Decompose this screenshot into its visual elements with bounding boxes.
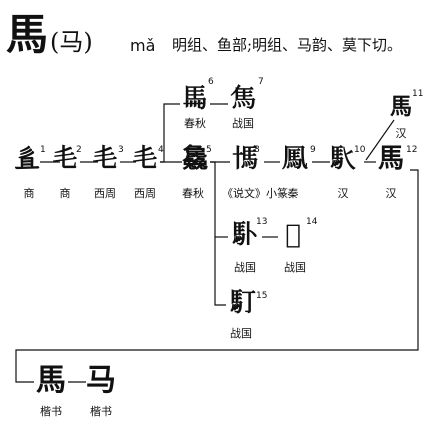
- glyph-node-11: 馬: [389, 94, 412, 120]
- glyph-node-6: 𩡧: [181, 84, 208, 114]
- node-number-12: 12: [406, 145, 418, 155]
- glyph-node-13: 𩡭: [231, 220, 258, 250]
- node-number-6: 6: [208, 77, 214, 87]
- node-number-9: 9: [310, 145, 316, 155]
- glyph-node-15: 𩡯: [229, 288, 256, 318]
- node-number-5: 5: [206, 145, 212, 155]
- header-phonology: 明组、鱼部;明组、马韵、莫下切。: [172, 36, 403, 54]
- glyph-node-14: 𩡮: [285, 220, 301, 250]
- glyph-kaishu-simplified: 马: [86, 363, 116, 398]
- glyph-node-5: 𣬚: [181, 144, 208, 174]
- node-number-15: 15: [256, 291, 268, 301]
- header-pinyin: mǎ: [130, 36, 156, 55]
- node-number-2: 2: [76, 145, 82, 155]
- node-number-11: 11: [412, 89, 424, 99]
- label-kaishu-1: 楷书: [40, 405, 62, 418]
- glyph-node-9: 𩡫: [281, 144, 308, 174]
- label-kaishu-2: 楷书: [90, 405, 112, 418]
- node-number-13: 13: [256, 217, 268, 227]
- node-number-8: 8: [254, 145, 260, 155]
- period-node-12: 汉: [385, 187, 397, 200]
- period-node-15: 战国: [230, 327, 252, 340]
- period-node-8: 《说文》小篆: [222, 187, 288, 200]
- connector-5-15: [210, 161, 226, 306]
- glyph-node-7: 𩡨: [229, 84, 256, 114]
- connector-12-kaishu: [15, 169, 419, 383]
- period-node-10: 汉: [337, 187, 349, 200]
- glyph-node-12: 馬: [377, 144, 404, 174]
- period-node-6: 春秋: [184, 117, 206, 130]
- glyph-node-10: 𩡬: [329, 144, 356, 174]
- glyph-kaishu-traditional: 馬: [36, 363, 66, 398]
- period-node-2: 商: [59, 187, 71, 200]
- period-node-1: 商: [23, 187, 35, 200]
- header-character: 馬: [6, 10, 49, 59]
- period-node-13: 战国: [234, 261, 256, 274]
- node-number-3: 3: [118, 145, 124, 155]
- period-node-14: 战国: [284, 261, 306, 274]
- node-number-4: 4: [158, 145, 164, 155]
- node-number-7: 7: [258, 77, 264, 87]
- period-node-3: 西周: [94, 187, 116, 200]
- glyph-node-3: 𣬛: [91, 144, 118, 174]
- glyph-node-1: 𢒉: [13, 144, 40, 174]
- period-node-4: 西周: [134, 187, 156, 200]
- node-number-14: 14: [306, 217, 318, 227]
- connector-10-11: [365, 119, 395, 161]
- node-number-10: 10: [354, 145, 366, 155]
- period-node-9: 秦: [287, 187, 299, 200]
- period-node-7: 战国: [232, 117, 254, 130]
- connector-4-6: [160, 103, 180, 163]
- glyph-node-8: 𩡪: [231, 144, 258, 174]
- period-node-11: 汉: [395, 127, 407, 140]
- glyph-node-2: 𣬛: [51, 144, 78, 174]
- node-number-1: 1: [40, 145, 46, 155]
- header-simplified: (马): [50, 28, 93, 56]
- glyph-node-4: 𣬛: [131, 144, 158, 174]
- period-node-5: 春秋: [182, 187, 204, 200]
